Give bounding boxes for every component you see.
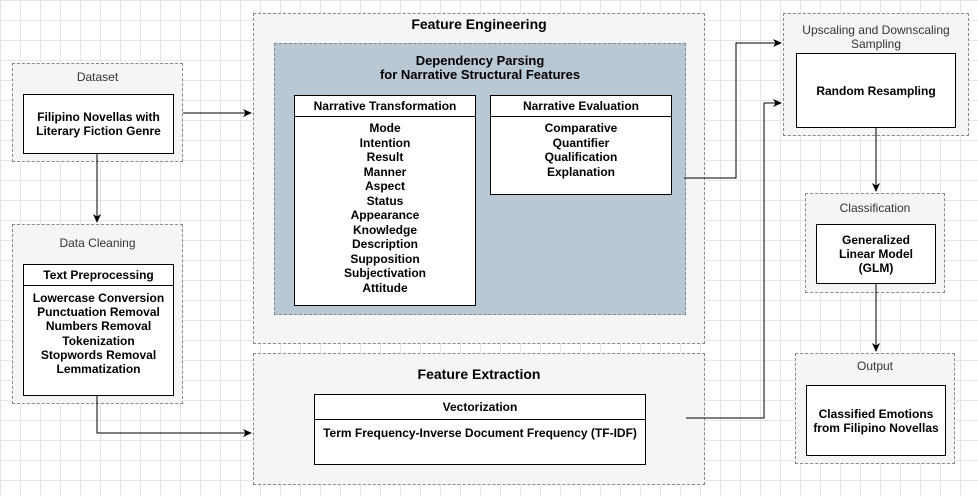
classification-title: Classification: [839, 201, 911, 215]
narrative-evaluation-header: Narrative Evaluation: [491, 96, 671, 117]
feature-extraction-title: Feature Extraction: [417, 366, 541, 382]
transformation-feature: Manner: [363, 164, 407, 179]
preprocessing-step: Stopwords Removal: [40, 347, 157, 362]
sampling-title: Upscaling and Downscaling Sampling: [784, 23, 968, 51]
vectorization-header: Vectorization: [315, 395, 645, 420]
feature-extraction-group: Feature Extraction Vectorization Term Fr…: [253, 353, 705, 485]
evaluation-feature: Comparative: [544, 121, 618, 135]
transformation-feature: Knowledge: [352, 222, 417, 237]
transformation-feature: Attitude: [362, 280, 408, 295]
dataset-title: Dataset: [76, 70, 119, 84]
classification-group: Classification Generalized Linear Model …: [805, 193, 945, 293]
dataset-group: Dataset Filipino Novellas with Literary …: [12, 63, 183, 162]
feature-engineering-group: Feature Engineering Dependency Parsing f…: [253, 13, 705, 344]
dependency-parsing-title: Dependency Parsing for Narrative Structu…: [275, 54, 685, 82]
tfidf-label: Term Frequency-Inverse Document Frequenc…: [323, 426, 637, 440]
glm-box: Generalized Linear Model (GLM): [816, 224, 936, 284]
preprocessing-step: Lowercase Conversion: [32, 291, 165, 305]
text-preprocessing-header: Text Preprocessing: [24, 265, 173, 286]
output-box: Classified Emotions from Filipino Novell…: [806, 385, 946, 456]
dependency-title-line-2: for Narrative Structural Features: [379, 67, 581, 82]
data-cleaning-title: Data Cleaning: [59, 236, 136, 250]
transformation-feature: Subjectivation: [343, 266, 426, 280]
transformation-feature: Supposition: [350, 251, 420, 266]
feature-engineering-title: Feature Engineering: [411, 16, 547, 32]
preprocessing-step: Lemmatization: [56, 362, 141, 377]
preprocessing-step: Numbers Removal: [45, 319, 152, 334]
transformation-feature: Aspect: [364, 179, 405, 193]
transformation-feature: Description: [351, 237, 418, 251]
dependency-parsing-panel: Dependency Parsing for Narrative Structu…: [274, 43, 686, 315]
transformation-feature: Status: [366, 193, 404, 208]
dataset-box: Filipino Novellas with Literary Fiction …: [23, 94, 174, 154]
evaluation-feature: Qualification: [544, 150, 618, 164]
vectorization-box: Vectorization Term Frequency-Inverse Doc…: [314, 394, 646, 465]
transformation-feature: Result: [366, 150, 404, 164]
sampling-title-line-1: Upscaling and Downscaling: [802, 23, 950, 37]
data-cleaning-group: Data Cleaning Text Preprocessing Lowerca…: [12, 224, 183, 404]
dependency-title-line-1: Dependency Parsing: [415, 53, 545, 68]
evaluation-feature: Explanation: [546, 164, 615, 179]
output-group: Output Classified Emotions from Filipino…: [795, 353, 955, 464]
preprocessing-step: Tokenization: [62, 333, 135, 348]
output-title: Output: [856, 359, 894, 373]
random-resampling-box: Random Resampling: [796, 53, 956, 128]
sampling-group: Upscaling and Downscaling Sampling Rando…: [783, 13, 969, 136]
transformation-feature: Intention: [359, 135, 411, 150]
evaluation-feature: Quantifier: [552, 135, 610, 150]
transformation-feature: Mode: [369, 121, 401, 135]
sampling-title-line-2: Sampling: [850, 37, 902, 51]
narrative-transformation-header: Narrative Transformation: [295, 96, 475, 117]
transformation-feature: Appearance: [350, 208, 420, 222]
preprocessing-step: Punctuation Removal: [37, 305, 160, 320]
